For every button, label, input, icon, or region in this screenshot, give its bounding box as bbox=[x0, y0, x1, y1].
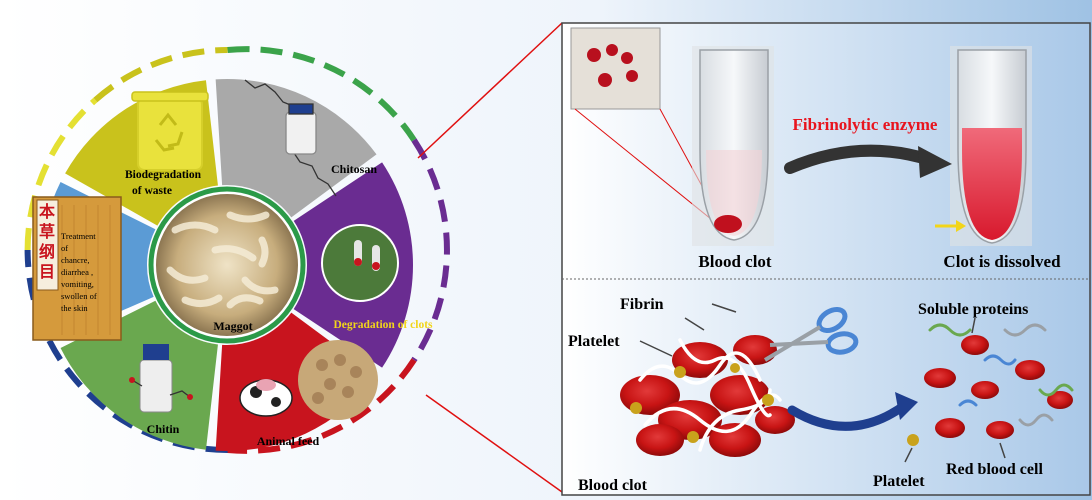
book-title-char-4: 目 bbox=[39, 263, 55, 281]
book-line-4: diarrhea , bbox=[61, 267, 93, 277]
blood-clot-cluster bbox=[620, 335, 795, 457]
scissors-icon bbox=[763, 307, 859, 362]
label-platelet-right: Platelet bbox=[873, 473, 925, 490]
connector-line-top bbox=[417, 22, 563, 159]
cut-arrowhead bbox=[895, 392, 918, 420]
book-title-char-1: 本 bbox=[39, 202, 55, 221]
book-line-3: chancre, bbox=[61, 255, 90, 265]
book-line-1: Treatment bbox=[61, 231, 96, 241]
label-biodegradation-line2: of waste bbox=[132, 185, 172, 197]
cow-icon bbox=[239, 379, 293, 417]
recycle-bin-icon bbox=[131, 91, 209, 171]
clot-inset-photo bbox=[570, 27, 661, 110]
label-fibrin: Fibrin bbox=[620, 296, 664, 313]
label-degradation-of-clots: Degradation of clots bbox=[333, 319, 433, 331]
connector-line-bottom bbox=[425, 394, 563, 493]
dissolved-products bbox=[907, 323, 1074, 446]
label-pointer-lines bbox=[639, 303, 1006, 463]
feed-pellets-photo bbox=[298, 340, 378, 420]
chitosan-molecule-icon bbox=[244, 79, 337, 197]
book-title-char-3: 纲 bbox=[39, 242, 55, 261]
label-animal-feed: Animal feed bbox=[257, 434, 320, 448]
yellow-arrowhead bbox=[956, 220, 966, 232]
book-line-2: of bbox=[61, 243, 68, 253]
chitin-molecule-icon bbox=[129, 344, 193, 413]
wheel: Biodegradation of waste Chitosan Degrada… bbox=[24, 46, 450, 454]
book-line-5: vomiting, bbox=[61, 279, 94, 289]
clot-photo bbox=[321, 224, 399, 302]
label-chitosan: Chitosan bbox=[331, 162, 377, 176]
label-maggot: Maggot bbox=[213, 319, 252, 333]
label-soluble-proteins: Soluble proteins bbox=[918, 301, 1028, 318]
cut-arrow bbox=[787, 400, 910, 431]
tube-clot-dissolved bbox=[950, 46, 1032, 246]
enzyme-arrow bbox=[784, 144, 936, 174]
center-ring bbox=[148, 186, 306, 344]
label-platelet-left: Platelet bbox=[568, 333, 620, 350]
label-red-blood-cell: Red blood cell bbox=[946, 461, 1043, 478]
label-biodegradation-line1: Biodegradation bbox=[125, 169, 202, 181]
label-blood-clot-bottom: Blood clot bbox=[578, 477, 648, 494]
tube-blood-clot bbox=[692, 46, 774, 246]
label-fibrinolytic-enzyme: Fibrinolytic enzyme bbox=[793, 115, 938, 134]
maggot-larvae bbox=[166, 211, 279, 309]
enzyme-arrowhead bbox=[918, 146, 952, 178]
label-chitin: Chitin bbox=[147, 422, 180, 436]
book-title-char-2: 草 bbox=[39, 223, 55, 241]
label-blood-clot-top: Blood clot bbox=[698, 252, 772, 271]
label-clot-dissolved: Clot is dissolved bbox=[943, 252, 1061, 271]
right-panel: Fibrinolytic enzyme Blood clot Clot is d… bbox=[561, 22, 1091, 496]
book-line-7: the skin bbox=[61, 303, 88, 313]
book-line-6: swollen of bbox=[61, 291, 97, 301]
ancient-book bbox=[32, 196, 122, 341]
